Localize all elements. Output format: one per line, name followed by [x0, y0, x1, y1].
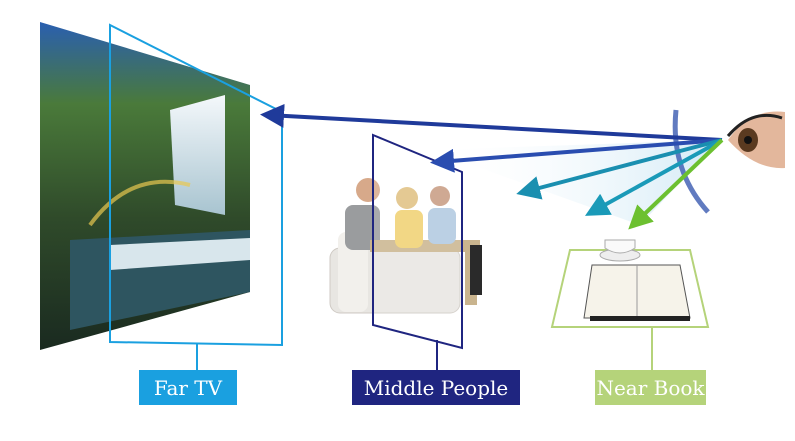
arrow-middle: [430, 138, 723, 173]
far-tv-label: Far TV: [139, 370, 237, 405]
tv-picture: [40, 22, 250, 350]
eye-lens: [672, 109, 710, 214]
near-book-label: Near Book: [595, 370, 706, 405]
middle-people-label: Middle People: [352, 370, 520, 405]
book-and-teacup: [583, 239, 691, 321]
arrow-teal-2: [585, 138, 723, 216]
far-plane-frame: [109, 23, 283, 347]
middle-plane-frame: [372, 133, 463, 350]
eye-icon: [726, 111, 785, 169]
arrow-near: [628, 138, 724, 230]
sight-arrows: [260, 103, 724, 230]
people-on-sofa: [329, 178, 482, 314]
arrow-far: [260, 103, 723, 142]
arrow-teal-1: [516, 138, 723, 200]
